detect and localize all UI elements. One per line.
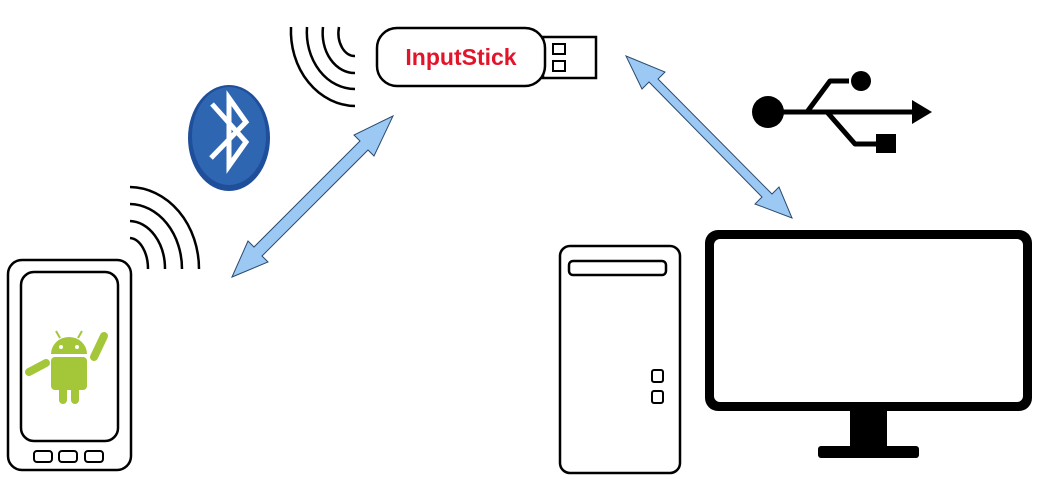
bluetooth-icon: [188, 85, 270, 191]
usb-icon: [752, 71, 932, 153]
stick-body: [375, 26, 547, 88]
monitor: [705, 230, 1032, 458]
power-button: [651, 369, 664, 383]
usb-plug: [541, 35, 598, 80]
bluetooth-link-arrow: [231, 114, 395, 278]
drive-bay: [567, 259, 668, 277]
usb-link-arrow: [624, 55, 793, 219]
phone-signal-icon: [129, 185, 201, 270]
reset-button: [651, 390, 664, 404]
phone-screen: [19, 270, 120, 443]
monitor-neck: [850, 410, 887, 448]
monitor-screen: [714, 239, 1023, 402]
monitor-base: [818, 446, 919, 458]
desktop-tower: [558, 244, 682, 475]
phone-button: [33, 450, 53, 463]
inputstick-device: InputStick: [375, 26, 598, 88]
stick-signal-icon: [289, 26, 356, 108]
device-label: InputStick: [405, 44, 516, 70]
phone-button: [84, 450, 104, 463]
android-icon: [25, 330, 108, 404]
phone-button: [58, 450, 78, 463]
